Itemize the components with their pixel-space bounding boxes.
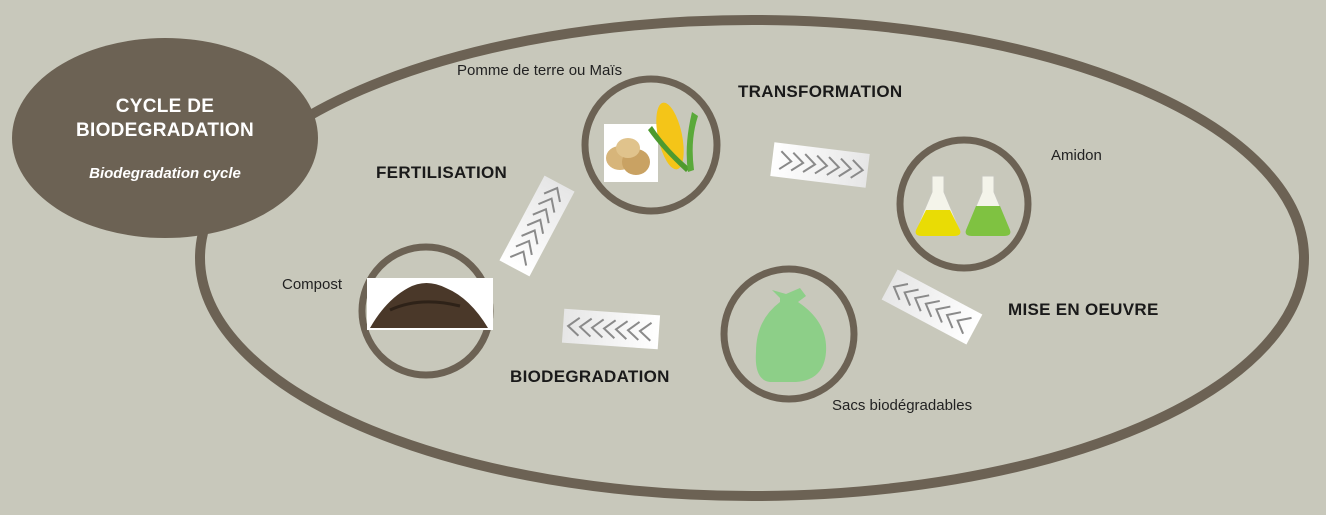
arrow-biodegradation <box>560 307 662 351</box>
cycle-ring <box>195 15 1309 501</box>
title-line-1: CYCLE DE <box>115 95 215 117</box>
title-ellipse <box>12 38 318 238</box>
compost-icon <box>370 283 488 328</box>
arrow-fertilisation <box>498 174 576 278</box>
title-block: CYCLE DE BIODEGRADATION Biodegradation c… <box>14 38 316 238</box>
arrow-transformation <box>769 141 871 189</box>
compost-node <box>358 243 494 379</box>
bag-icon <box>755 288 827 382</box>
stage-biodegradation: BIODEGRADATION <box>510 367 670 386</box>
label-starch: Amidon <box>1051 147 1102 164</box>
stage-mise-en-oeuvre: MISE EN OEUVRE <box>1008 300 1159 319</box>
flask-yellow-icon <box>915 175 961 237</box>
label-compost: Compost <box>282 276 343 293</box>
starch-node <box>896 136 1032 272</box>
potato-icon <box>606 138 650 175</box>
diagram-title: CYCLE DE BIODEGRADATION <box>76 95 254 143</box>
potato-corn-node <box>581 75 721 215</box>
stage-transformation: TRANSFORMATION <box>738 82 903 101</box>
flask-green-icon <box>965 175 1011 237</box>
bags-node <box>720 265 858 403</box>
arrow-mise-en-oeuvre <box>880 268 984 346</box>
label-bags: Sacs biodégradables <box>832 397 973 414</box>
diagram-subtitle: Biodegradation cycle <box>89 164 241 182</box>
label-potato-corn: Pomme de terre ou Maïs <box>457 62 623 79</box>
title-line-2: BIODEGRADATION <box>75 119 254 141</box>
corn-icon <box>648 102 698 172</box>
stage-fertilisation: FERTILISATION <box>376 163 508 182</box>
